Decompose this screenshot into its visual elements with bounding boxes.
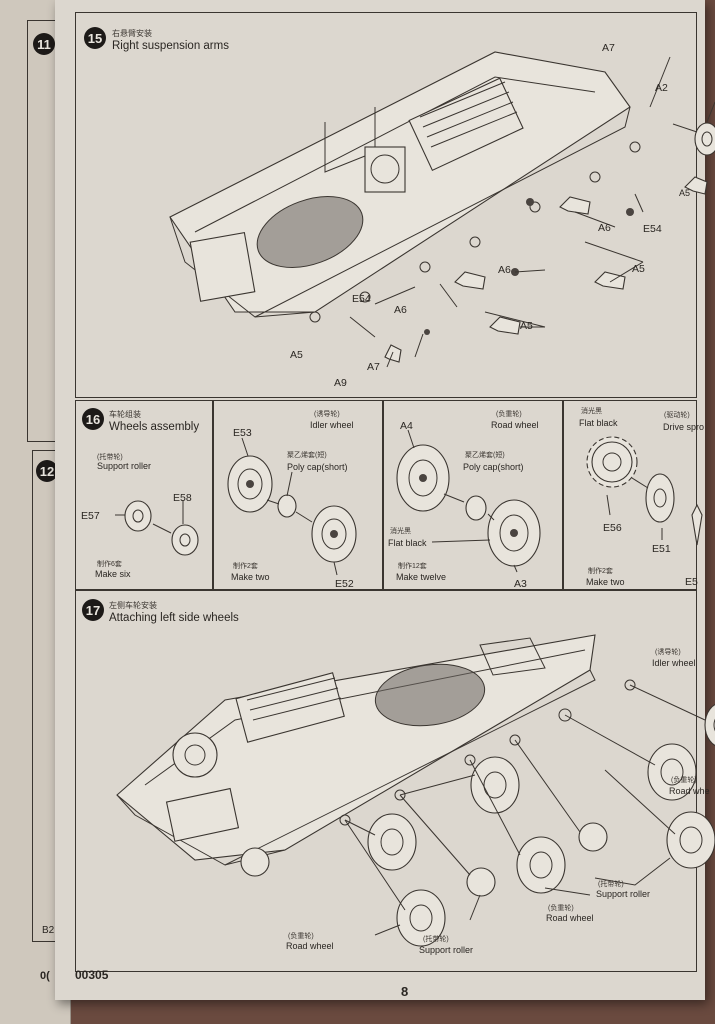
part-label: E57: [81, 510, 100, 522]
support-roller-callout: Support roller: [419, 945, 474, 955]
part-label: E53: [233, 427, 252, 439]
support-roller-drawing: [115, 500, 199, 556]
make-count-zh: 制作2套: [588, 568, 613, 575]
product-code: 00305: [75, 968, 109, 982]
support-roller-callout-zh: (托带轮): [598, 881, 624, 888]
part-label: A3: [514, 578, 527, 590]
step-11-number: 11: [33, 33, 55, 55]
part-label: A2: [655, 82, 668, 94]
support-roller-callout: Support roller: [596, 889, 651, 899]
support-roller-callout-zh: (托带轮): [423, 936, 449, 943]
make-count: Make two: [586, 577, 625, 587]
step-17-title-zh: 左侧车轮安装: [109, 601, 157, 610]
idler-wheel-callout: Idler wheel: [652, 658, 696, 668]
step-17-title: Attaching left side wheels: [109, 612, 239, 624]
step-15-frame: [75, 12, 697, 398]
step-16-panel-drive-sprocket: [562, 400, 697, 590]
step-15-number: 15: [84, 27, 106, 49]
part-label: A5: [679, 188, 691, 198]
step-16-panel-road-wheel: [382, 400, 564, 590]
part-label: E58: [173, 492, 192, 504]
part-label: E54: [643, 223, 662, 235]
road-wheel-name: Road wheel: [491, 420, 539, 430]
part-label: A7: [602, 42, 615, 54]
make-count: Make twelve: [396, 572, 447, 582]
poly-cap: Poly cap(short): [463, 462, 524, 472]
previous-page-footer: 0(: [40, 970, 50, 982]
road-wheel-callout-zh: (负重轮): [288, 933, 314, 940]
step-16-number: 16: [82, 408, 104, 430]
paint-color: Flat black: [388, 538, 427, 548]
make-count-zh: 制作2套: [233, 563, 258, 570]
part-label: E51: [652, 543, 671, 555]
idler-wheel-name-zh: (诱导轮): [314, 411, 340, 418]
road-wheel-callout: Road whe: [669, 786, 710, 796]
support-roller-name-zh: (托带轮): [97, 454, 123, 461]
make-count-zh: 制作12套: [398, 563, 427, 570]
road-wheel-drawing: [396, 429, 541, 573]
part-label: E52: [335, 578, 354, 590]
hull-left-side-drawing: [116, 634, 715, 947]
idler-wheel-callout-zh: (诱导轮): [655, 649, 681, 656]
step-15-title-zh: 右悬臂安装: [112, 29, 152, 38]
drive-sprocket-name-zh: (驱动轮): [664, 412, 690, 419]
part-label: A7: [367, 361, 380, 373]
poly-cap: Poly cap(short): [287, 462, 348, 472]
idler-wheel-drawing: [227, 437, 357, 576]
previous-page-frame-2: [32, 450, 71, 942]
part-label: A4: [400, 420, 413, 432]
step-16-title: Wheels assembly: [109, 421, 200, 433]
poly-cap-zh: 聚乙烯套(短): [465, 452, 505, 459]
step-12-number: 12: [36, 460, 58, 482]
support-roller-name: Support roller: [97, 461, 152, 471]
drive-sprocket-name: Drive spro: [663, 422, 705, 432]
road-wheel-callout: Road wheel: [286, 941, 334, 951]
make-count-zh: 制作6套: [97, 561, 122, 568]
step-16-panel-support-roller: [75, 400, 214, 590]
part-label: A5: [632, 263, 645, 275]
previous-page-code: B2: [42, 925, 55, 936]
part-label: A5: [520, 320, 533, 332]
road-wheel-callout: Road wheel: [546, 913, 594, 923]
paint-color: Flat black: [579, 418, 618, 428]
road-wheel-callout-zh: (负重轮): [671, 777, 697, 784]
step-17-number: 17: [82, 599, 104, 621]
part-label: E5: [685, 576, 698, 588]
previous-page-frame-1: [27, 20, 71, 442]
paint-zh: 消光黑: [390, 528, 411, 535]
step-16-panel-idler-wheel: [212, 400, 384, 590]
road-wheel-callout-zh: (负重轮): [548, 905, 574, 912]
step-17-frame: [75, 590, 697, 972]
page-number: 8: [401, 984, 409, 999]
paint-zh: 消光黑: [581, 408, 602, 415]
drive-sprocket-drawing: [586, 436, 703, 546]
part-label: A6: [598, 222, 611, 234]
idler-wheel-name: Idler wheel: [310, 420, 354, 430]
step-16-title-zh: 车轮组装: [109, 410, 141, 419]
hull-right-side-drawing: [169, 51, 715, 368]
part-label: E54: [352, 293, 371, 305]
road-wheel-name-zh: (负重轮): [496, 411, 522, 418]
poly-cap-zh: 聚乙烯套(短): [287, 452, 327, 459]
make-count: Make two: [231, 572, 270, 582]
part-label: E56: [603, 522, 622, 534]
part-label: A9: [334, 377, 347, 389]
make-count: Make six: [95, 569, 131, 579]
part-label: A5: [290, 349, 303, 361]
instruction-page: 15 右悬臂安装 Right suspension arms: [55, 0, 715, 1000]
part-label: A6: [394, 304, 407, 316]
part-label: A6: [498, 264, 511, 276]
step-15-title: Right suspension arms: [112, 40, 229, 52]
